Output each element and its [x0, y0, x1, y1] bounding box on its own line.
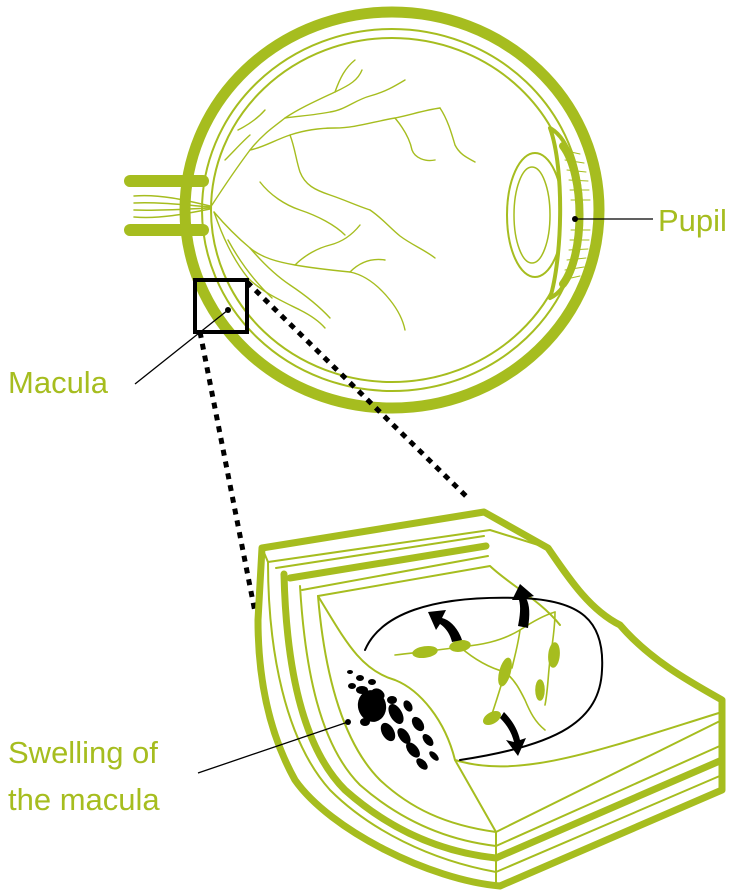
zoom-line-right [247, 282, 470, 500]
cross-section-outline [258, 512, 722, 886]
macula-leader-line [135, 310, 228, 384]
zoom-line-left [200, 332, 255, 612]
optic-nerve-fiber [134, 208, 210, 210]
macula-cross-section [258, 512, 722, 886]
lens [507, 153, 563, 277]
pupil-label: Pupil [658, 203, 727, 238]
macula-label: Macula [8, 365, 109, 400]
pupil-callout [572, 216, 653, 222]
macula-callout [135, 280, 247, 384]
swelling-label-line1: Swelling of [8, 735, 158, 770]
swelling-label-line2: the macula [8, 782, 160, 817]
eyeball [130, 12, 599, 408]
